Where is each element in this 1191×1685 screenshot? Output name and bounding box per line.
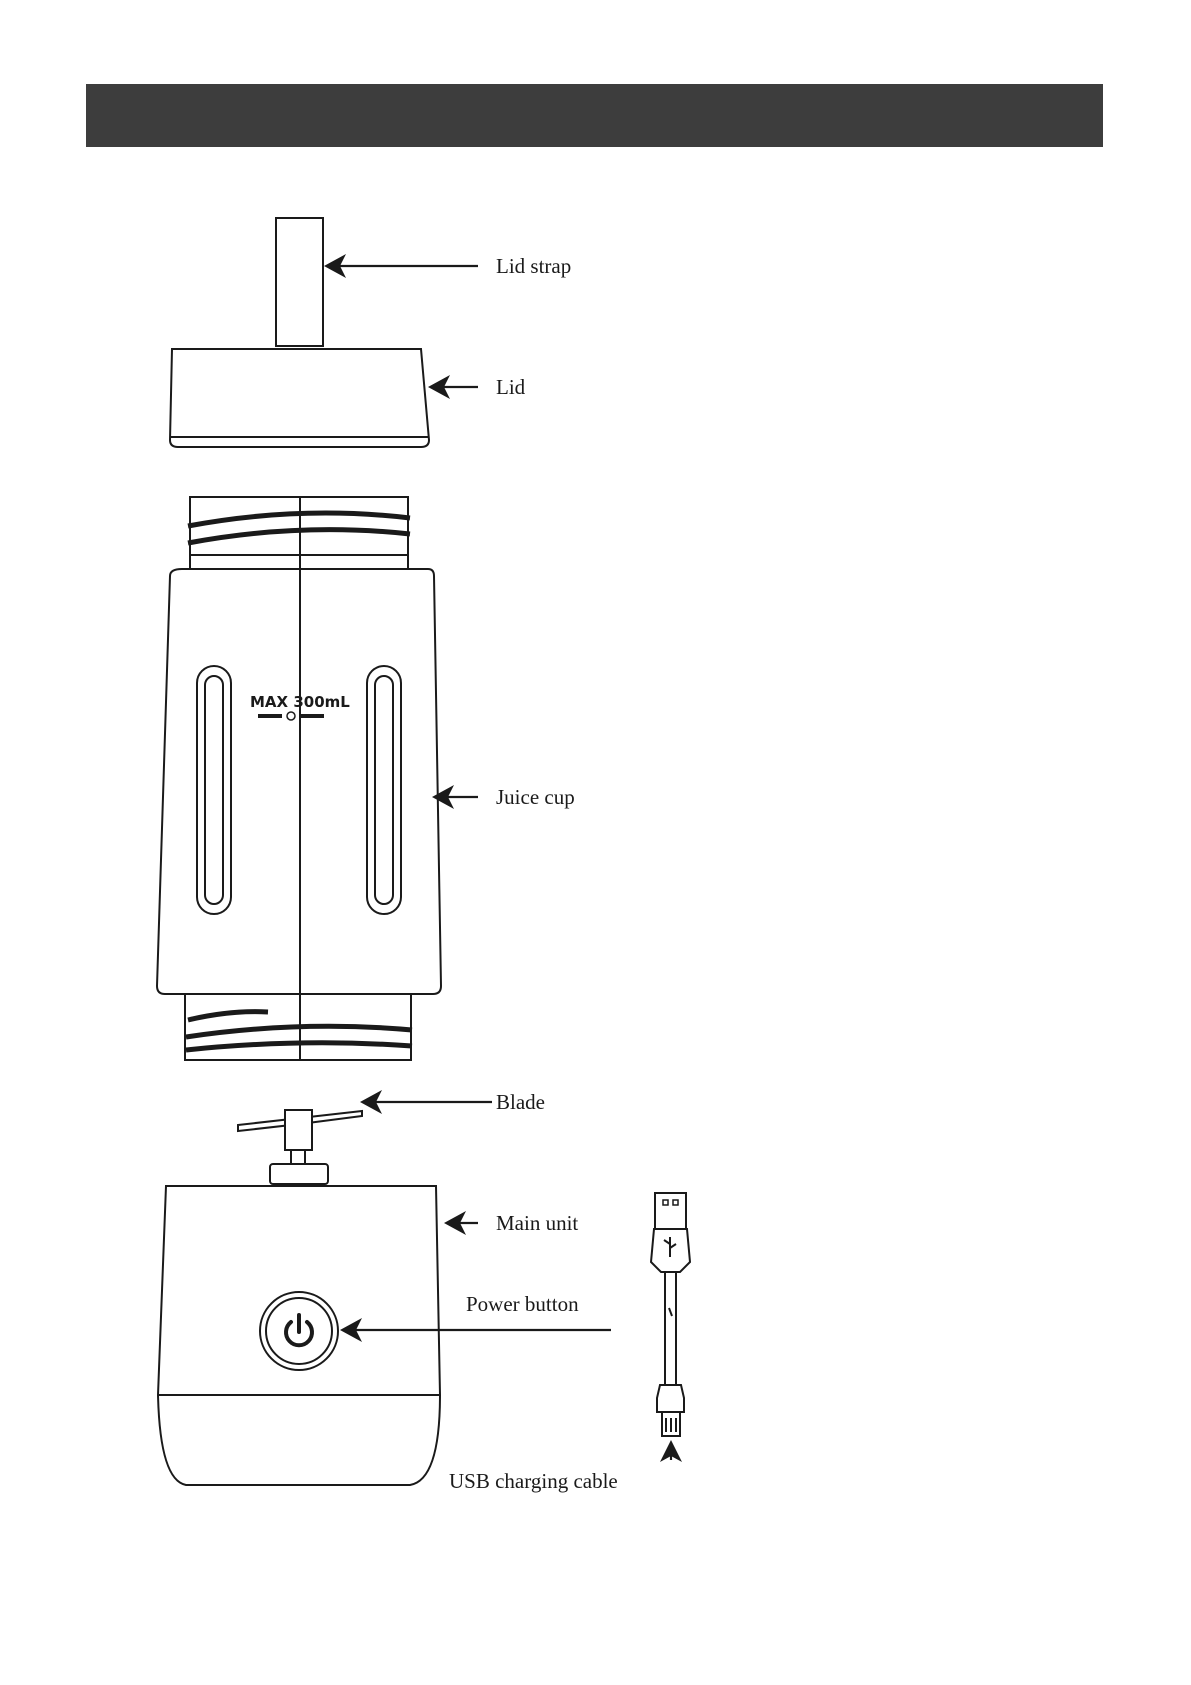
usb-charging-cable bbox=[651, 1193, 690, 1436]
lid bbox=[170, 349, 429, 447]
blade bbox=[238, 1110, 362, 1184]
label-main-unit: Main unit bbox=[496, 1211, 578, 1235]
label-lid: Lid bbox=[496, 375, 526, 399]
label-blade: Blade bbox=[496, 1090, 545, 1114]
power-button bbox=[260, 1292, 338, 1370]
label-power-button: Power button bbox=[466, 1292, 579, 1316]
juice-cup: MAX 300mL bbox=[157, 497, 441, 1060]
label-usb-charging-cable: USB charging cable bbox=[449, 1469, 618, 1493]
label-lid-strap: Lid strap bbox=[496, 254, 571, 278]
label-juice-cup: Juice cup bbox=[496, 785, 575, 809]
capacity-marking: MAX 300mL bbox=[250, 693, 350, 711]
lid-strap bbox=[276, 218, 323, 346]
